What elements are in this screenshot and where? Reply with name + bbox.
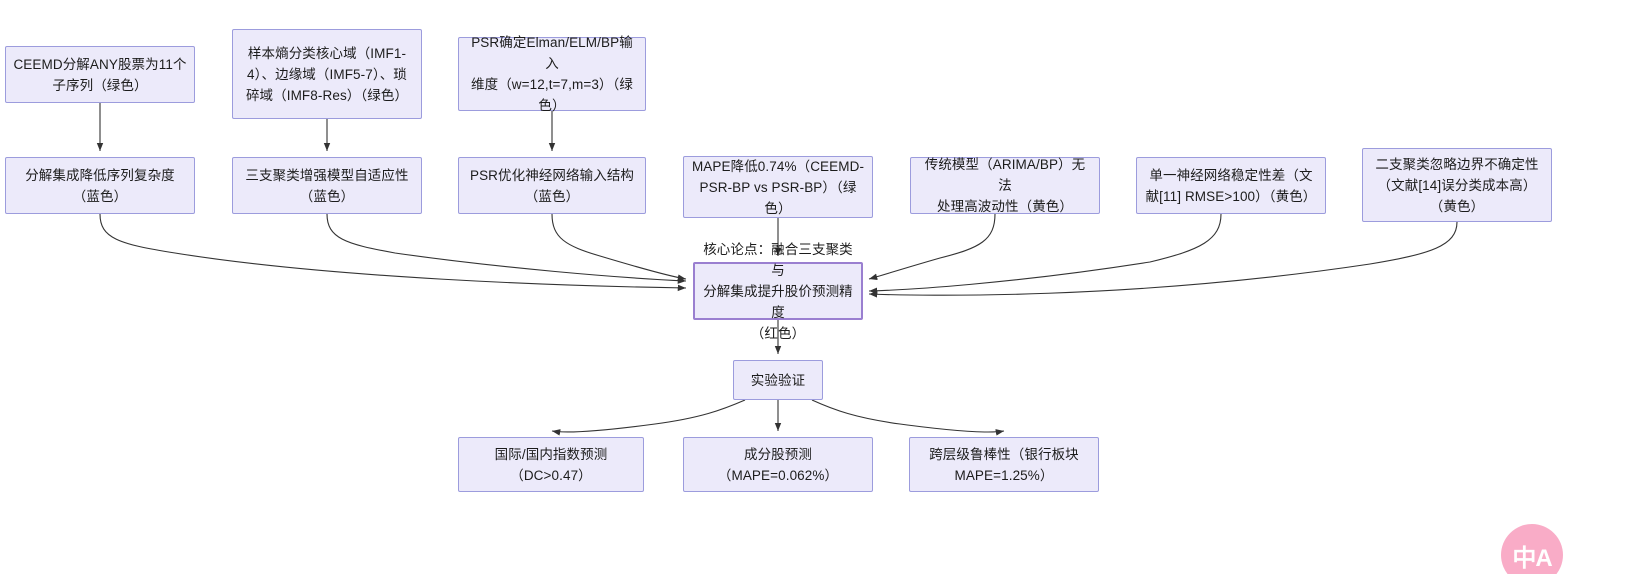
edge-n8-core xyxy=(868,213,996,281)
edge-n9-core xyxy=(868,213,1222,295)
watermark-badge: 中A xyxy=(1501,524,1563,574)
edge-n6-core xyxy=(551,213,687,281)
edge-n4-core xyxy=(99,213,687,292)
node-core-argument[interactable]: 核心论点：融合三支聚类与 分解集成提升股价预测精度 （红色） xyxy=(693,242,863,341)
node-three-way-clustering-adaptivity[interactable]: 三支聚类增强模型自适应性 （蓝色） xyxy=(232,157,422,214)
node-mape-reduction-evidence[interactable]: MAPE降低0.74%（CEEMD- PSR-BP vs PSR-BP）（绿 色… xyxy=(683,156,873,218)
node-sample-entropy-classify[interactable]: 样本熵分类核心域（IMF1- 4）、边缘域（IMF5-7）、琐 碎域（IMF8-… xyxy=(232,29,422,119)
edge-n5-core xyxy=(326,213,687,284)
node-single-nn-instability[interactable]: 单一神经网络稳定性差（文 献[11] RMSE>100）（黄色） xyxy=(1136,157,1326,214)
node-psr-input-dimension[interactable]: PSR确定Elman/ELM/BP输入 维度（w=12,t=7,m=3）（绿 色… xyxy=(458,35,646,113)
edge-exp-r1 xyxy=(551,399,746,436)
node-two-way-clustering-limitation[interactable]: 二支聚类忽略边界不确定性 （文献[14]误分类成本高） （黄色） xyxy=(1362,148,1552,222)
node-traditional-model-limitation[interactable]: 传统模型（ARIMA/BP）无法 处理高波动性（黄色） xyxy=(910,157,1100,214)
node-result-cross-level-robustness[interactable]: 跨层级鲁棒性（银行板块 MAPE=1.25%） xyxy=(909,437,1099,492)
node-psr-optimizes-nn-structure[interactable]: PSR优化神经网络输入结构 （蓝色） xyxy=(458,157,646,214)
node-experimental-validation[interactable]: 实验验证 xyxy=(733,360,823,400)
node-ceemd-decompose[interactable]: CEEMD分解ANY股票为11个 子序列（绿色） xyxy=(5,46,195,103)
node-result-constituent-stock[interactable]: 成分股预测 （MAPE=0.062%） xyxy=(683,437,873,492)
edge-n10-core xyxy=(868,221,1458,298)
edge-exp-r3 xyxy=(811,399,1005,436)
node-result-index-prediction[interactable]: 国际/国内指数预测 （DC>0.47） xyxy=(458,437,644,492)
node-decomposition-reduces-complexity[interactable]: 分解集成降低序列复杂度 （蓝色） xyxy=(5,157,195,214)
